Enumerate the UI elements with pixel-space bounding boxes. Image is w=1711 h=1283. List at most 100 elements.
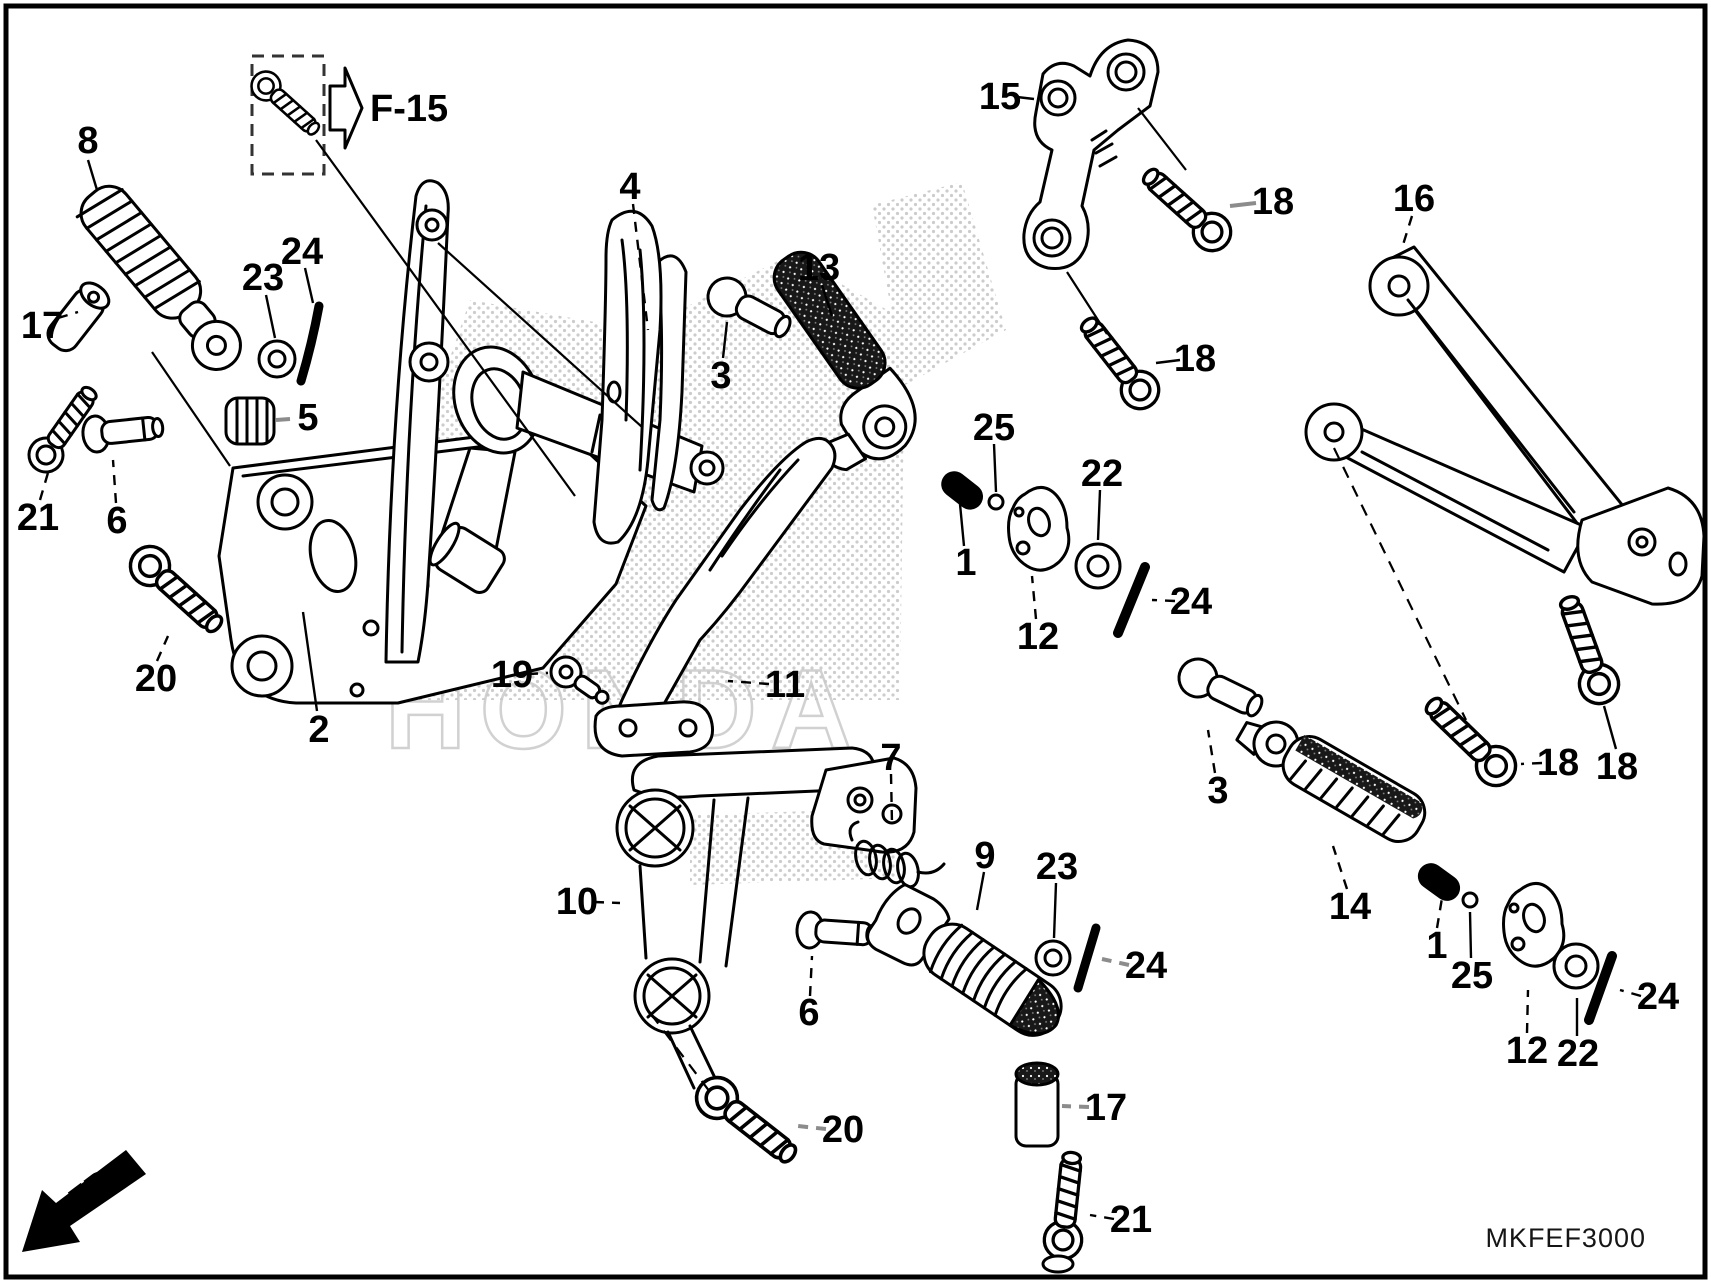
leader-line-18 xyxy=(1229,201,1257,208)
leader-line-16 xyxy=(1400,215,1414,249)
footpeg-9 xyxy=(866,882,1063,1037)
f15-bolt xyxy=(244,64,328,144)
washer-22-right xyxy=(1552,942,1600,990)
leader-line-3 xyxy=(1206,729,1217,774)
part-label-12: 12 xyxy=(1017,616,1059,658)
leader-line-17 xyxy=(57,310,79,320)
part-label-22: 22 xyxy=(1081,453,1123,495)
leader-line-2 xyxy=(301,611,319,712)
part-label-19: 19 xyxy=(491,654,533,696)
spring-pin-24-left xyxy=(296,301,324,386)
bolt-18-bottom-right xyxy=(1547,589,1626,711)
leader-line-4 xyxy=(631,203,650,331)
assembly-line xyxy=(650,1013,714,1097)
leader-line-14 xyxy=(1331,845,1349,890)
assembly-lines-layer xyxy=(151,107,1467,1097)
leader-line-11 xyxy=(727,679,770,686)
leader-line-3 xyxy=(721,321,729,359)
assembly-line xyxy=(315,139,576,497)
part-label-5: 5 xyxy=(297,397,318,439)
bolt-6-left xyxy=(79,407,167,455)
leader-line-8 xyxy=(86,159,99,191)
part-label-16: 16 xyxy=(1393,178,1435,220)
part-label-24: 24 xyxy=(281,231,323,273)
spring-1-right xyxy=(1417,863,1461,901)
washer-23-lower xyxy=(1034,939,1072,977)
spring-pin-24-lower xyxy=(1073,923,1101,993)
leader-line-18 xyxy=(1520,761,1543,766)
part-label-7: 7 xyxy=(880,737,901,779)
assembly-line xyxy=(1066,271,1108,335)
assembly-line xyxy=(1333,447,1467,721)
pin-3-right xyxy=(1171,651,1270,727)
bolt-6-lower xyxy=(794,909,880,955)
part-label-23: 23 xyxy=(242,257,284,299)
f15-label: F-15 xyxy=(370,88,448,130)
leader-line-12 xyxy=(1030,575,1038,620)
part-label-20: 20 xyxy=(822,1109,864,1151)
leader-line-18 xyxy=(1602,705,1618,750)
part-label-18: 18 xyxy=(1537,742,1579,784)
bracket-16 xyxy=(1304,245,1706,606)
bolt-18-bottom-left xyxy=(1414,686,1526,796)
leader-line-6 xyxy=(111,459,118,504)
part-label-12: 12 xyxy=(1506,1030,1548,1072)
leader-line-24 xyxy=(1151,598,1176,603)
part-label-14: 14 xyxy=(1329,886,1371,928)
bolt-19 xyxy=(549,655,610,705)
part-label-1: 1 xyxy=(955,542,976,584)
leader-line-13 xyxy=(820,284,834,317)
spring-pin-24-center xyxy=(1113,562,1150,638)
leader-line-15 xyxy=(1016,95,1035,101)
part-label-17: 17 xyxy=(1085,1087,1127,1129)
part-label-2: 2 xyxy=(308,709,329,751)
part-label-10: 10 xyxy=(556,881,598,923)
part-label-6: 6 xyxy=(798,992,819,1034)
leader-line-18 xyxy=(1155,358,1181,365)
part-label-18: 18 xyxy=(1174,338,1216,380)
spring-5 xyxy=(224,396,276,446)
ball-25-right xyxy=(1461,891,1479,909)
ball-25-center xyxy=(987,493,1005,511)
part-label-20: 20 xyxy=(135,658,177,700)
frame-code: MKFEF3000 xyxy=(1485,1223,1646,1253)
part-label-24: 24 xyxy=(1637,976,1679,1018)
part-label-21: 21 xyxy=(1110,1199,1152,1241)
part-label-4: 4 xyxy=(619,166,640,208)
washer-22-center xyxy=(1074,542,1122,590)
bolt-18-top-right xyxy=(1132,157,1241,261)
bracket-10 xyxy=(615,746,918,1090)
leader-line-7 xyxy=(889,773,894,825)
leader-line-20 xyxy=(155,635,170,662)
plate-12-center xyxy=(1007,486,1071,572)
leader-line-23 xyxy=(1052,882,1058,939)
guard-11 xyxy=(593,436,837,758)
part-label-11: 11 xyxy=(765,664,805,706)
part-label-25: 25 xyxy=(1451,955,1493,997)
washer-23-left xyxy=(257,339,297,379)
bolt-20-left xyxy=(120,536,234,644)
f15-dashed-box xyxy=(250,54,326,176)
part-label-23: 23 xyxy=(1036,846,1078,888)
leader-line-24 xyxy=(1101,957,1130,967)
footpeg-14 xyxy=(1235,720,1427,843)
part-label-9: 9 xyxy=(974,835,995,877)
f15-arrow-icon xyxy=(328,66,364,150)
leader-line-25 xyxy=(1468,911,1473,959)
assembly-line xyxy=(151,351,231,467)
part-label-22: 22 xyxy=(1557,1033,1599,1075)
part-label-3: 3 xyxy=(1207,770,1228,812)
leader-line-10 xyxy=(593,900,621,905)
leader-line-5 xyxy=(275,417,291,422)
part-label-17: 17 xyxy=(21,305,63,347)
leader-line-22 xyxy=(1096,489,1102,541)
page-border xyxy=(3,3,1708,1280)
footpeg-13 xyxy=(772,250,917,472)
leader-line-21 xyxy=(1089,1213,1115,1221)
spring-pin-24-right xyxy=(1584,951,1617,1025)
bolt-21-lower xyxy=(1040,1148,1093,1274)
part-label-24: 24 xyxy=(1170,581,1212,623)
collar-17-lower xyxy=(1014,1061,1060,1148)
